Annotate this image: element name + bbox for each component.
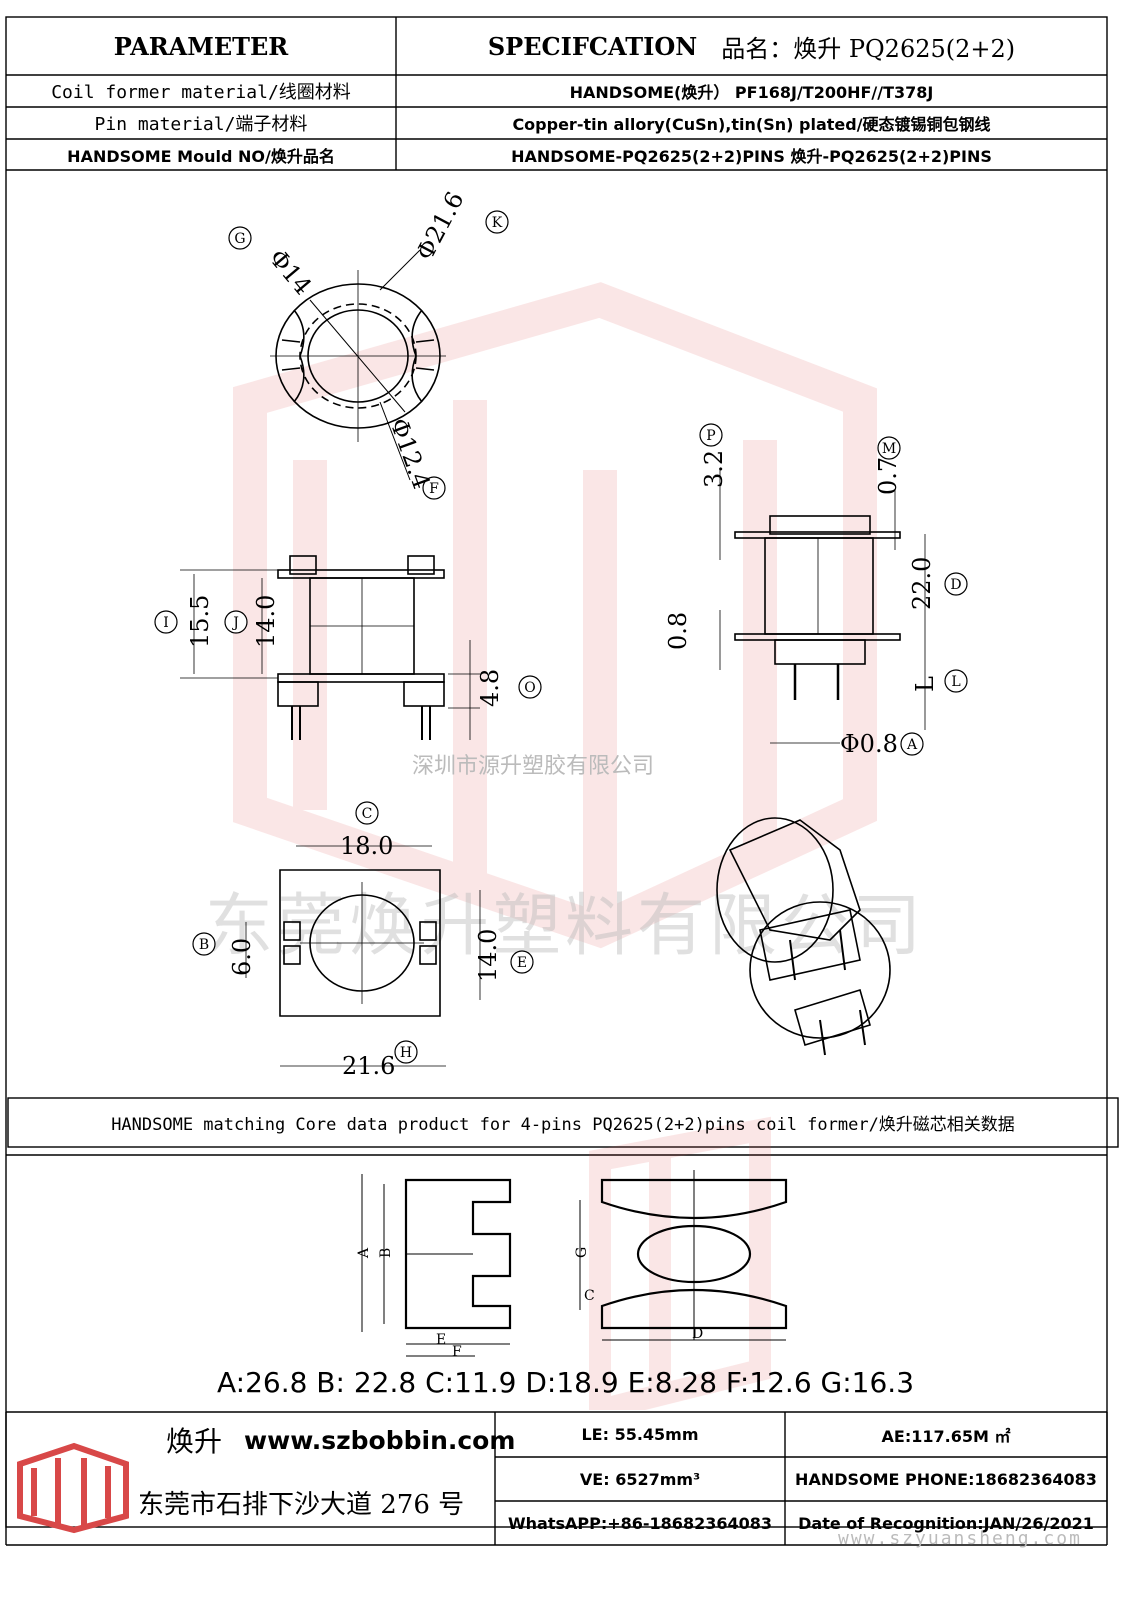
row-pin-label: Pin material/端子材料 (94, 114, 308, 135)
callout-label: G (234, 231, 245, 247)
footer-watermark-url: www.szyuansheng.com (838, 1528, 1082, 1549)
callout-label: C (362, 806, 373, 822)
header-product-name: 品名：焕升 PQ2625(2+2) (721, 34, 1016, 63)
watermark-company: 东莞焕升塑料有限公司 (205, 887, 926, 966)
footer-website[interactable]: www.szbobbin.com (244, 1425, 516, 1455)
footer-brand-line: 焕升 www.szbobbin.com (166, 1420, 515, 1460)
callout-K (485, 210, 509, 234)
footer-phone: HANDSOME PHONE:18682364083 (795, 1469, 1097, 1489)
dim-d12-4: Φ12.4 (384, 414, 435, 492)
footer-brand: 焕升 (166, 1425, 223, 1458)
dim-d21-6: Φ21.6 (411, 187, 470, 265)
callout-D (944, 572, 968, 596)
callout-G (422, 476, 446, 500)
dim-22-0: 22.0 (908, 557, 936, 610)
callout-J (224, 610, 248, 634)
header-spec-title: SPECIFCATION (487, 31, 698, 61)
callout-I (154, 610, 178, 634)
callout-label: J (231, 615, 239, 631)
footer-le: LE: 55.45mm (581, 1425, 699, 1444)
core-letter-G: G (574, 1247, 590, 1258)
callout-label: M (882, 441, 896, 457)
callout-C (355, 801, 379, 825)
footer-ae: AE:117.65M ㎡ (881, 1426, 1011, 1446)
core-values: A:26.8 B: 22.8 C:11.9 D:18.9 E:8.28 F:12… (216, 1365, 915, 1399)
callout-label: O (524, 680, 535, 696)
callout-label: F (429, 481, 439, 497)
dim-15-5: 15.5 (186, 595, 214, 648)
footer-whatsapp: WhatsAPP:+86-18682364083 (507, 1513, 772, 1533)
header-parameter: PARAMETER (113, 31, 289, 61)
side-view (719, 470, 926, 744)
row-pin-value: Copper-tin allory(CuSn),tin(Sn) plated/硬… (512, 115, 991, 134)
dim-0-8: 0.8 (664, 612, 692, 650)
front-view (180, 555, 480, 740)
callout-B (192, 932, 216, 956)
dim-d14: Φ14 (263, 244, 317, 300)
callout-H (228, 226, 252, 250)
core-title: HANDSOME matching Core data product for … (111, 1115, 1015, 1135)
bottom-view (245, 845, 481, 1067)
callout-P (699, 423, 723, 447)
watermark-company-small: 深圳市源升塑胶有限公司 (412, 754, 655, 779)
row-mould-value: HANDSOME-PQ2625(2+2)PINS 焕升-PQ2625(2+2)P… (511, 146, 992, 166)
callout-A (900, 732, 924, 756)
row-mould-label: HANDSOME Mould NO/焕升品名 (67, 146, 335, 166)
isometric-view (716, 817, 891, 1056)
dim-14-0: 14.0 (252, 595, 280, 648)
footer-ve: VE: 6527mm³ (579, 1469, 701, 1489)
dim-L: L (911, 676, 939, 692)
dim-6-0: 6.0 (228, 938, 256, 976)
dim-0-7: 0.7 (874, 457, 902, 495)
callout-L (944, 669, 968, 693)
callout-O (518, 675, 542, 699)
callout-label: B (199, 937, 209, 953)
row-coil-label: Coil former material/线圈材料 (51, 82, 351, 103)
core-letter-A: A (356, 1247, 372, 1259)
footer-date: Date of Recognition:JAN/26/2021 (798, 1513, 1094, 1533)
core-drawing: A B C D E F G (356, 1170, 788, 1360)
callout-label: H (400, 1045, 412, 1061)
footer-address: 东莞市石排下沙大道 276 号 (138, 1490, 465, 1520)
row-coil-value: HANDSOME(焕升） PF168J/T200HF//T378J (569, 83, 934, 102)
dim-21-6: 21.6 (342, 1052, 395, 1080)
callout-M (877, 436, 901, 460)
core-letter-E: E (436, 1332, 446, 1348)
callout-F (394, 1040, 418, 1064)
callout-E (510, 950, 534, 974)
header-spec: SPECIFCATION 品名：焕升 PQ2625(2+2) (396, 17, 1107, 75)
callout-label: L (951, 674, 960, 690)
callout-label: P (706, 428, 715, 444)
dim-pin-0-8: Φ0.8 (840, 730, 898, 758)
callout-label: E (517, 955, 527, 971)
callout-label: D (950, 577, 961, 593)
core-letter-C: C (584, 1288, 595, 1304)
callout-label: A (906, 737, 918, 753)
callout-label: I (163, 615, 169, 631)
top-view (270, 249, 446, 481)
dim-4-8: 4.8 (476, 669, 504, 707)
handsome-logo-icon (17, 1442, 129, 1534)
dim-14-0-b: 14.0 (474, 929, 502, 982)
core-letter-D: D (692, 1326, 703, 1342)
core-letter-F: F (452, 1344, 462, 1360)
bobbin-drawing: G K F I J O P M D L A C B E H Φ21.6 Φ14 … (154, 187, 968, 1080)
core-letter-B: B (378, 1248, 394, 1258)
dim-18-0: 18.0 (340, 832, 393, 860)
dim-3-2: 3.2 (700, 450, 728, 488)
callout-label: K (492, 215, 503, 231)
